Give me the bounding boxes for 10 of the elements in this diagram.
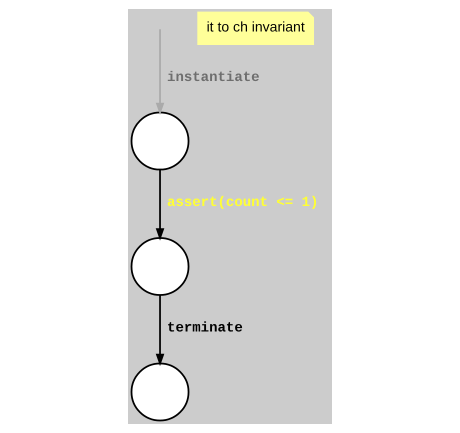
arrow [156,29,164,115]
edge-label: instantiate [167,70,260,86]
label: it to ch invariant [206,18,305,35]
node-circle [130,237,190,296]
arrow [156,170,164,241]
edge-label: assert(count <= 1) [167,195,318,212]
arrow [156,295,164,366]
node-circle [130,112,190,170]
node-circle [130,362,190,422]
edge-label: terminate [167,320,243,337]
